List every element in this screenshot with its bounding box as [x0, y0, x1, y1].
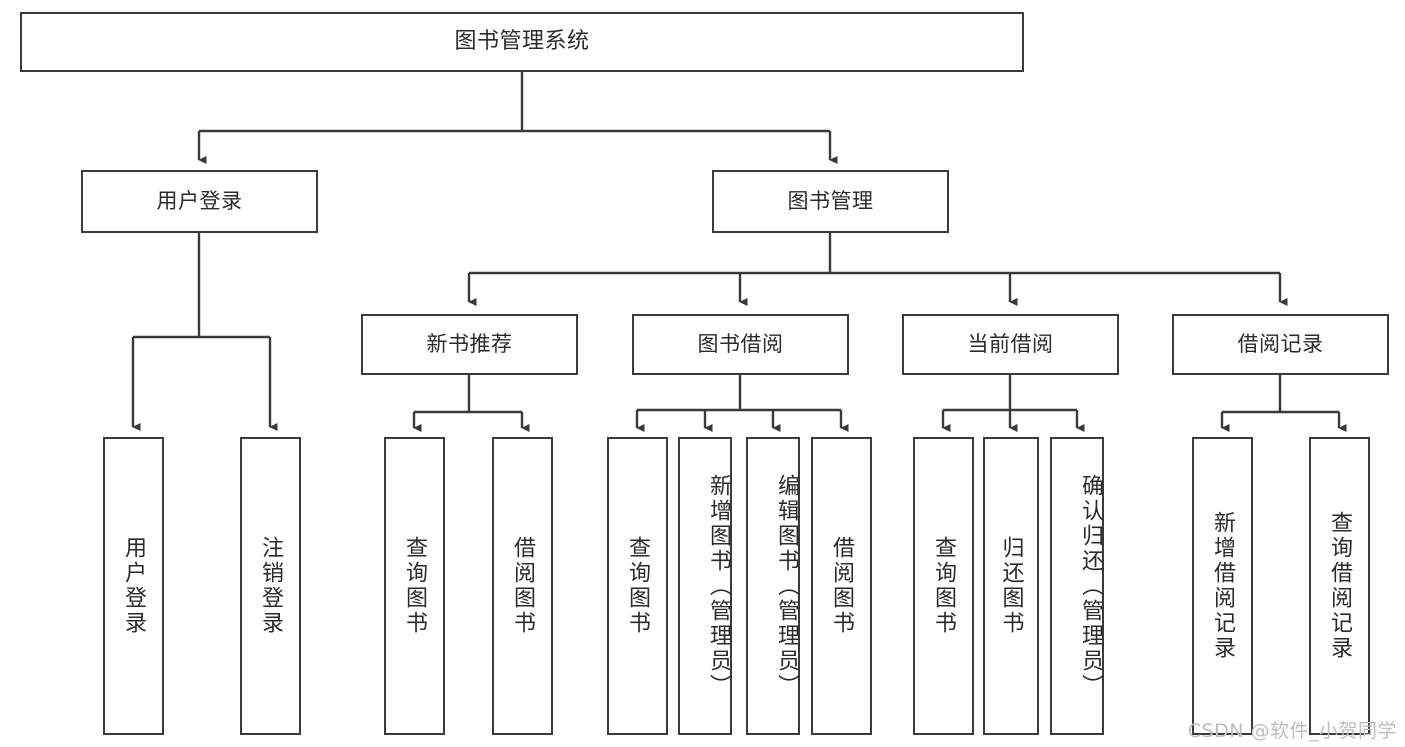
- node-borrow-record-label: 借阅记录: [1237, 331, 1324, 356]
- leaf-user-login-logout[interactable]: 注销登录: [240, 437, 301, 735]
- leaf-label: 借阅图书: [510, 536, 536, 636]
- node-book-management-label: 图书管理: [787, 188, 874, 213]
- leaf-label: 查询图书: [402, 536, 428, 636]
- leaf-label: 借阅图书: [829, 536, 855, 636]
- leaf-label: 新增借阅记录: [1210, 511, 1236, 661]
- leaf-label: 注销登录: [258, 536, 284, 636]
- leaf-label: 新增图书（管理员）: [706, 473, 731, 699]
- node-user-login-label: 用户登录: [156, 188, 243, 213]
- node-current-borrow[interactable]: 当前借阅: [902, 314, 1119, 375]
- node-user-login[interactable]: 用户登录: [81, 170, 318, 233]
- leaf-label: 确认归还（管理员）: [1078, 473, 1103, 699]
- node-borrow-record[interactable]: 借阅记录: [1172, 314, 1389, 375]
- node-root-label: 图书管理系统: [454, 28, 590, 54]
- leaf-current-borrow-confirm[interactable]: 确认归还（管理员）: [1050, 437, 1104, 735]
- leaf-book-borrow-query[interactable]: 查询图书: [607, 437, 668, 735]
- node-current-borrow-label: 当前借阅: [967, 331, 1054, 356]
- leaf-label: 编辑图书（管理员）: [774, 473, 799, 699]
- node-root[interactable]: 图书管理系统: [20, 12, 1024, 72]
- leaf-label: 归还图书: [998, 536, 1024, 636]
- leaf-book-borrow-borrow[interactable]: 借阅图书: [811, 437, 872, 735]
- leaf-book-borrow-add[interactable]: 新增图书（管理员）: [678, 437, 732, 735]
- leaf-borrow-record-add[interactable]: 新增借阅记录: [1192, 437, 1253, 735]
- leaf-label: 查询图书: [625, 536, 651, 636]
- watermark: CSDN @软件_小贺同学: [1187, 720, 1397, 742]
- node-book-borrow[interactable]: 图书借阅: [632, 314, 849, 375]
- node-book-management[interactable]: 图书管理: [712, 170, 949, 233]
- node-new-book-recommend-label: 新书推荐: [426, 331, 513, 356]
- leaf-book-borrow-edit[interactable]: 编辑图书（管理员）: [746, 437, 800, 735]
- leaf-current-borrow-return[interactable]: 归还图书: [983, 437, 1039, 735]
- leaf-current-borrow-query[interactable]: 查询图书: [913, 437, 974, 735]
- leaf-new-book-borrow[interactable]: 借阅图书: [492, 437, 553, 735]
- leaf-label: 查询借阅记录: [1327, 511, 1353, 661]
- node-book-borrow-label: 图书借阅: [697, 331, 784, 356]
- leaf-borrow-record-query[interactable]: 查询借阅记录: [1309, 437, 1370, 735]
- leaf-new-book-query[interactable]: 查询图书: [384, 437, 445, 735]
- leaf-label: 用户登录: [121, 536, 147, 636]
- node-new-book-recommend[interactable]: 新书推荐: [361, 314, 578, 375]
- leaf-label: 查询图书: [931, 536, 957, 636]
- leaf-user-login-login[interactable]: 用户登录: [103, 437, 164, 735]
